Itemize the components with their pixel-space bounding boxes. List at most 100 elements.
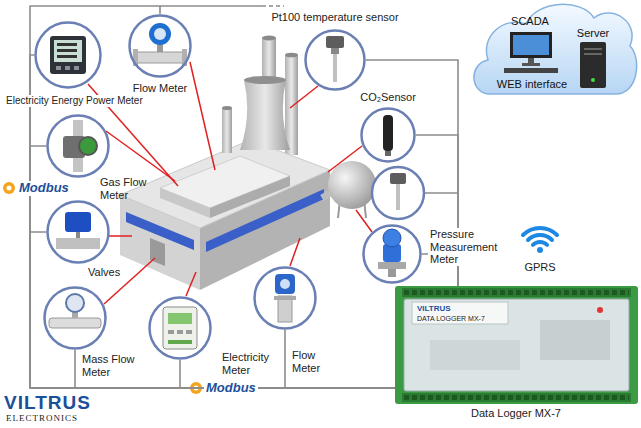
- modbus-logo-text: Modbus: [204, 381, 258, 396]
- node-label: DATA LOGGER MX-7: [417, 315, 485, 323]
- gas-flow-meter-icon: [63, 120, 97, 172]
- callout-ring: [362, 109, 415, 162]
- door: [150, 238, 165, 266]
- port: [388, 269, 396, 277]
- transmitter-head: [383, 229, 401, 247]
- cooling-tower-top: [244, 76, 286, 84]
- leader-line: [356, 210, 372, 232]
- valve-body: [56, 238, 100, 249]
- leader-line: [109, 235, 132, 237]
- text-holder: Modbus: [17, 181, 71, 196]
- callout-ring: [36, 23, 101, 88]
- modbus-wire: [30, 6, 395, 388]
- roof-block-side: [210, 176, 290, 218]
- text-holder: Server: [577, 27, 609, 40]
- text-holder: Valves: [88, 266, 120, 279]
- chimney-top: [262, 36, 276, 41]
- text-holder: GPRS: [524, 261, 555, 274]
- meter-body: [163, 307, 197, 349]
- terminal-block: [402, 288, 631, 297]
- node-label: Gas Flow Meter: [100, 176, 152, 201]
- sensor-tip: [385, 151, 391, 156]
- transmitter-head: [275, 274, 295, 294]
- leader-line: [190, 62, 215, 170]
- electricity-meter-callout: Electricity Meter: [148, 296, 212, 360]
- meter-button: [186, 330, 192, 334]
- node-label: WEB interface: [497, 78, 567, 91]
- meter-button: [65, 66, 70, 70]
- tube: [49, 318, 101, 328]
- flange: [378, 262, 406, 269]
- node-label: Server: [577, 27, 609, 40]
- modbus-mark-center: [7, 186, 12, 191]
- leader-line: [290, 238, 300, 266]
- callout-ring: [46, 114, 110, 178]
- valve-actuator: [65, 212, 91, 232]
- node-label: Electricity Energy Power Meter: [4, 95, 145, 107]
- modbus-mark: [3, 182, 15, 194]
- callout-ring: [304, 29, 366, 91]
- building-roof: [120, 140, 330, 228]
- co2-sensor-callout: CO₂Sensor: [360, 107, 416, 163]
- callout-ring: [360, 107, 416, 163]
- monitor-stand: [528, 58, 534, 63]
- signal-dot: [537, 247, 543, 253]
- modbus-wire: [285, 330, 395, 388]
- valve-icon: [56, 212, 100, 249]
- text-holder: SCADA: [511, 15, 549, 28]
- text-holder: VILTRUS: [417, 304, 451, 313]
- cooling-tower: [240, 80, 290, 150]
- mass-flow-meter-callout: Mass Flow Meter: [43, 286, 107, 350]
- callout-ring: [46, 200, 110, 264]
- power-led: [591, 78, 595, 82]
- bus-wire: [160, 5, 262, 7]
- node-label: Pt100 temperature sensor: [271, 11, 398, 24]
- sensor-head: [326, 36, 344, 48]
- sensor-stem: [333, 54, 337, 82]
- drive-bay: [584, 53, 602, 55]
- text-holder: Pressure Measurement Meter: [428, 228, 504, 266]
- pressure-meter-callout: Pressure Measurement Meter: [362, 224, 422, 284]
- logger-housing: [395, 286, 638, 404]
- text-holder: Pt100 temperature sensor: [271, 11, 398, 24]
- text-holder: Flow Meter: [292, 349, 334, 374]
- node-label: Data Logger MX-7: [471, 407, 561, 420]
- modbus-marks: [3, 182, 202, 394]
- text-holder: Mass Flow Meter: [82, 353, 142, 378]
- meter-button: [56, 66, 61, 70]
- callout-ring: [148, 296, 212, 360]
- meter-button: [177, 330, 183, 334]
- valve-stem: [76, 232, 80, 238]
- electricity-meter-icon: [163, 307, 197, 349]
- modbus-wire: [30, 232, 395, 388]
- sensor-neck: [331, 48, 339, 54]
- leader-line: [106, 131, 175, 181]
- callout-ring: [34, 21, 102, 89]
- meter-button: [74, 66, 79, 70]
- power-meter-callout: Electricity Energy Power Meter: [34, 21, 102, 89]
- callout-ring: [362, 224, 422, 284]
- lcd: [168, 313, 192, 324]
- callout-ring: [43, 286, 107, 350]
- keyboard: [504, 68, 558, 73]
- node-label: Mass Flow Meter: [82, 353, 142, 378]
- text-holder: Gas Flow Meter: [100, 176, 152, 201]
- transmitter-head: [149, 23, 171, 45]
- flange: [133, 49, 138, 66]
- screen-row: [57, 55, 77, 58]
- text-holder: Electricity Meter: [222, 351, 280, 376]
- sensor-stem: [396, 184, 400, 210]
- callout-disc: [44, 287, 106, 349]
- callout-disc: [47, 115, 109, 177]
- brand-logo-text: VILTRUS: [4, 392, 91, 414]
- text-holder: Electricity Energy Power Meter: [4, 95, 145, 107]
- node-label: SCADA: [511, 15, 549, 28]
- node-label: Valves: [88, 266, 120, 279]
- display: [280, 279, 290, 289]
- callout-ring: [364, 226, 421, 283]
- leader-line: [328, 146, 362, 172]
- logger-nameplate: [412, 302, 508, 324]
- callout-disc: [47, 201, 109, 263]
- logger-module: [540, 320, 610, 360]
- sphere-tank: [328, 161, 376, 209]
